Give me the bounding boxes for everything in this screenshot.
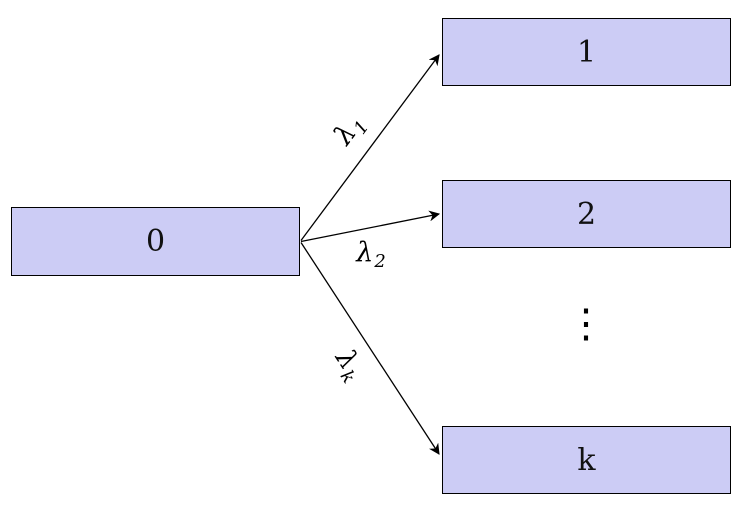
state-box-2: 2 xyxy=(442,180,731,248)
state-label-k: k xyxy=(577,442,596,478)
state-label-0: 0 xyxy=(145,224,166,259)
state-box-0: 0 xyxy=(11,207,300,276)
lambda-symbol: λ xyxy=(356,237,374,268)
state-box-1: 1 xyxy=(442,18,731,86)
state-box-k: k xyxy=(442,426,731,494)
state-label-2: 2 xyxy=(576,196,597,232)
arrow-0-to-k xyxy=(300,242,440,455)
arrow-0-to-1 xyxy=(300,54,440,241)
vertical-ellipsis: ⋮ xyxy=(566,301,606,347)
state-label-1: 1 xyxy=(576,34,597,70)
lambda-subscript: 2 xyxy=(374,251,386,272)
edge-label-lambda-2: λ2 xyxy=(356,239,386,271)
arrow-0-to-2 xyxy=(300,210,441,243)
